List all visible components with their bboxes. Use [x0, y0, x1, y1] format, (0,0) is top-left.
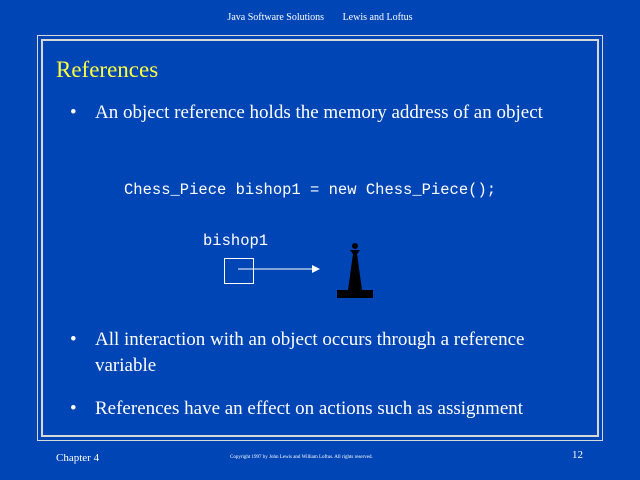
bullet-item-2: • All interaction with an object occurs …: [70, 327, 590, 379]
page-number: 12: [572, 449, 583, 461]
copyright-notice: Copyright 1997 by John Lewis and William…: [230, 455, 373, 460]
reference-variable-label: bishop1: [203, 232, 269, 250]
book-authors: Lewis and Loftus: [342, 12, 413, 23]
bishop-chess-piece-icon: [337, 243, 373, 298]
slide-title: References: [56, 57, 159, 82]
bullet-text: All interaction with an object occurs th…: [95, 329, 525, 376]
reference-arrow-icon: [238, 265, 320, 273]
slide-frame-inner: [41, 39, 599, 437]
slide-header: Java Software Solutions Lewis and Loftus: [0, 12, 640, 23]
bullet-text: An object reference holds the memory add…: [95, 102, 543, 123]
chapter-label: Chapter 4: [56, 452, 100, 464]
bullet-dot-icon: •: [70, 329, 77, 350]
reference-variable-box: [224, 258, 254, 284]
bullet-dot-icon: •: [70, 102, 77, 123]
slide-frame-outer: [37, 35, 603, 441]
bullet-item-3: • References have an effect on actions s…: [70, 396, 590, 422]
bullet-item-1: • An object reference holds the memory a…: [70, 100, 560, 126]
bullet-text: References have an effect on actions suc…: [95, 398, 524, 419]
bullet-dot-icon: •: [70, 398, 77, 419]
code-statement: Chess_Piece bishop1 = new Chess_Piece();: [124, 181, 497, 199]
book-title: Java Software Solutions: [227, 12, 325, 23]
